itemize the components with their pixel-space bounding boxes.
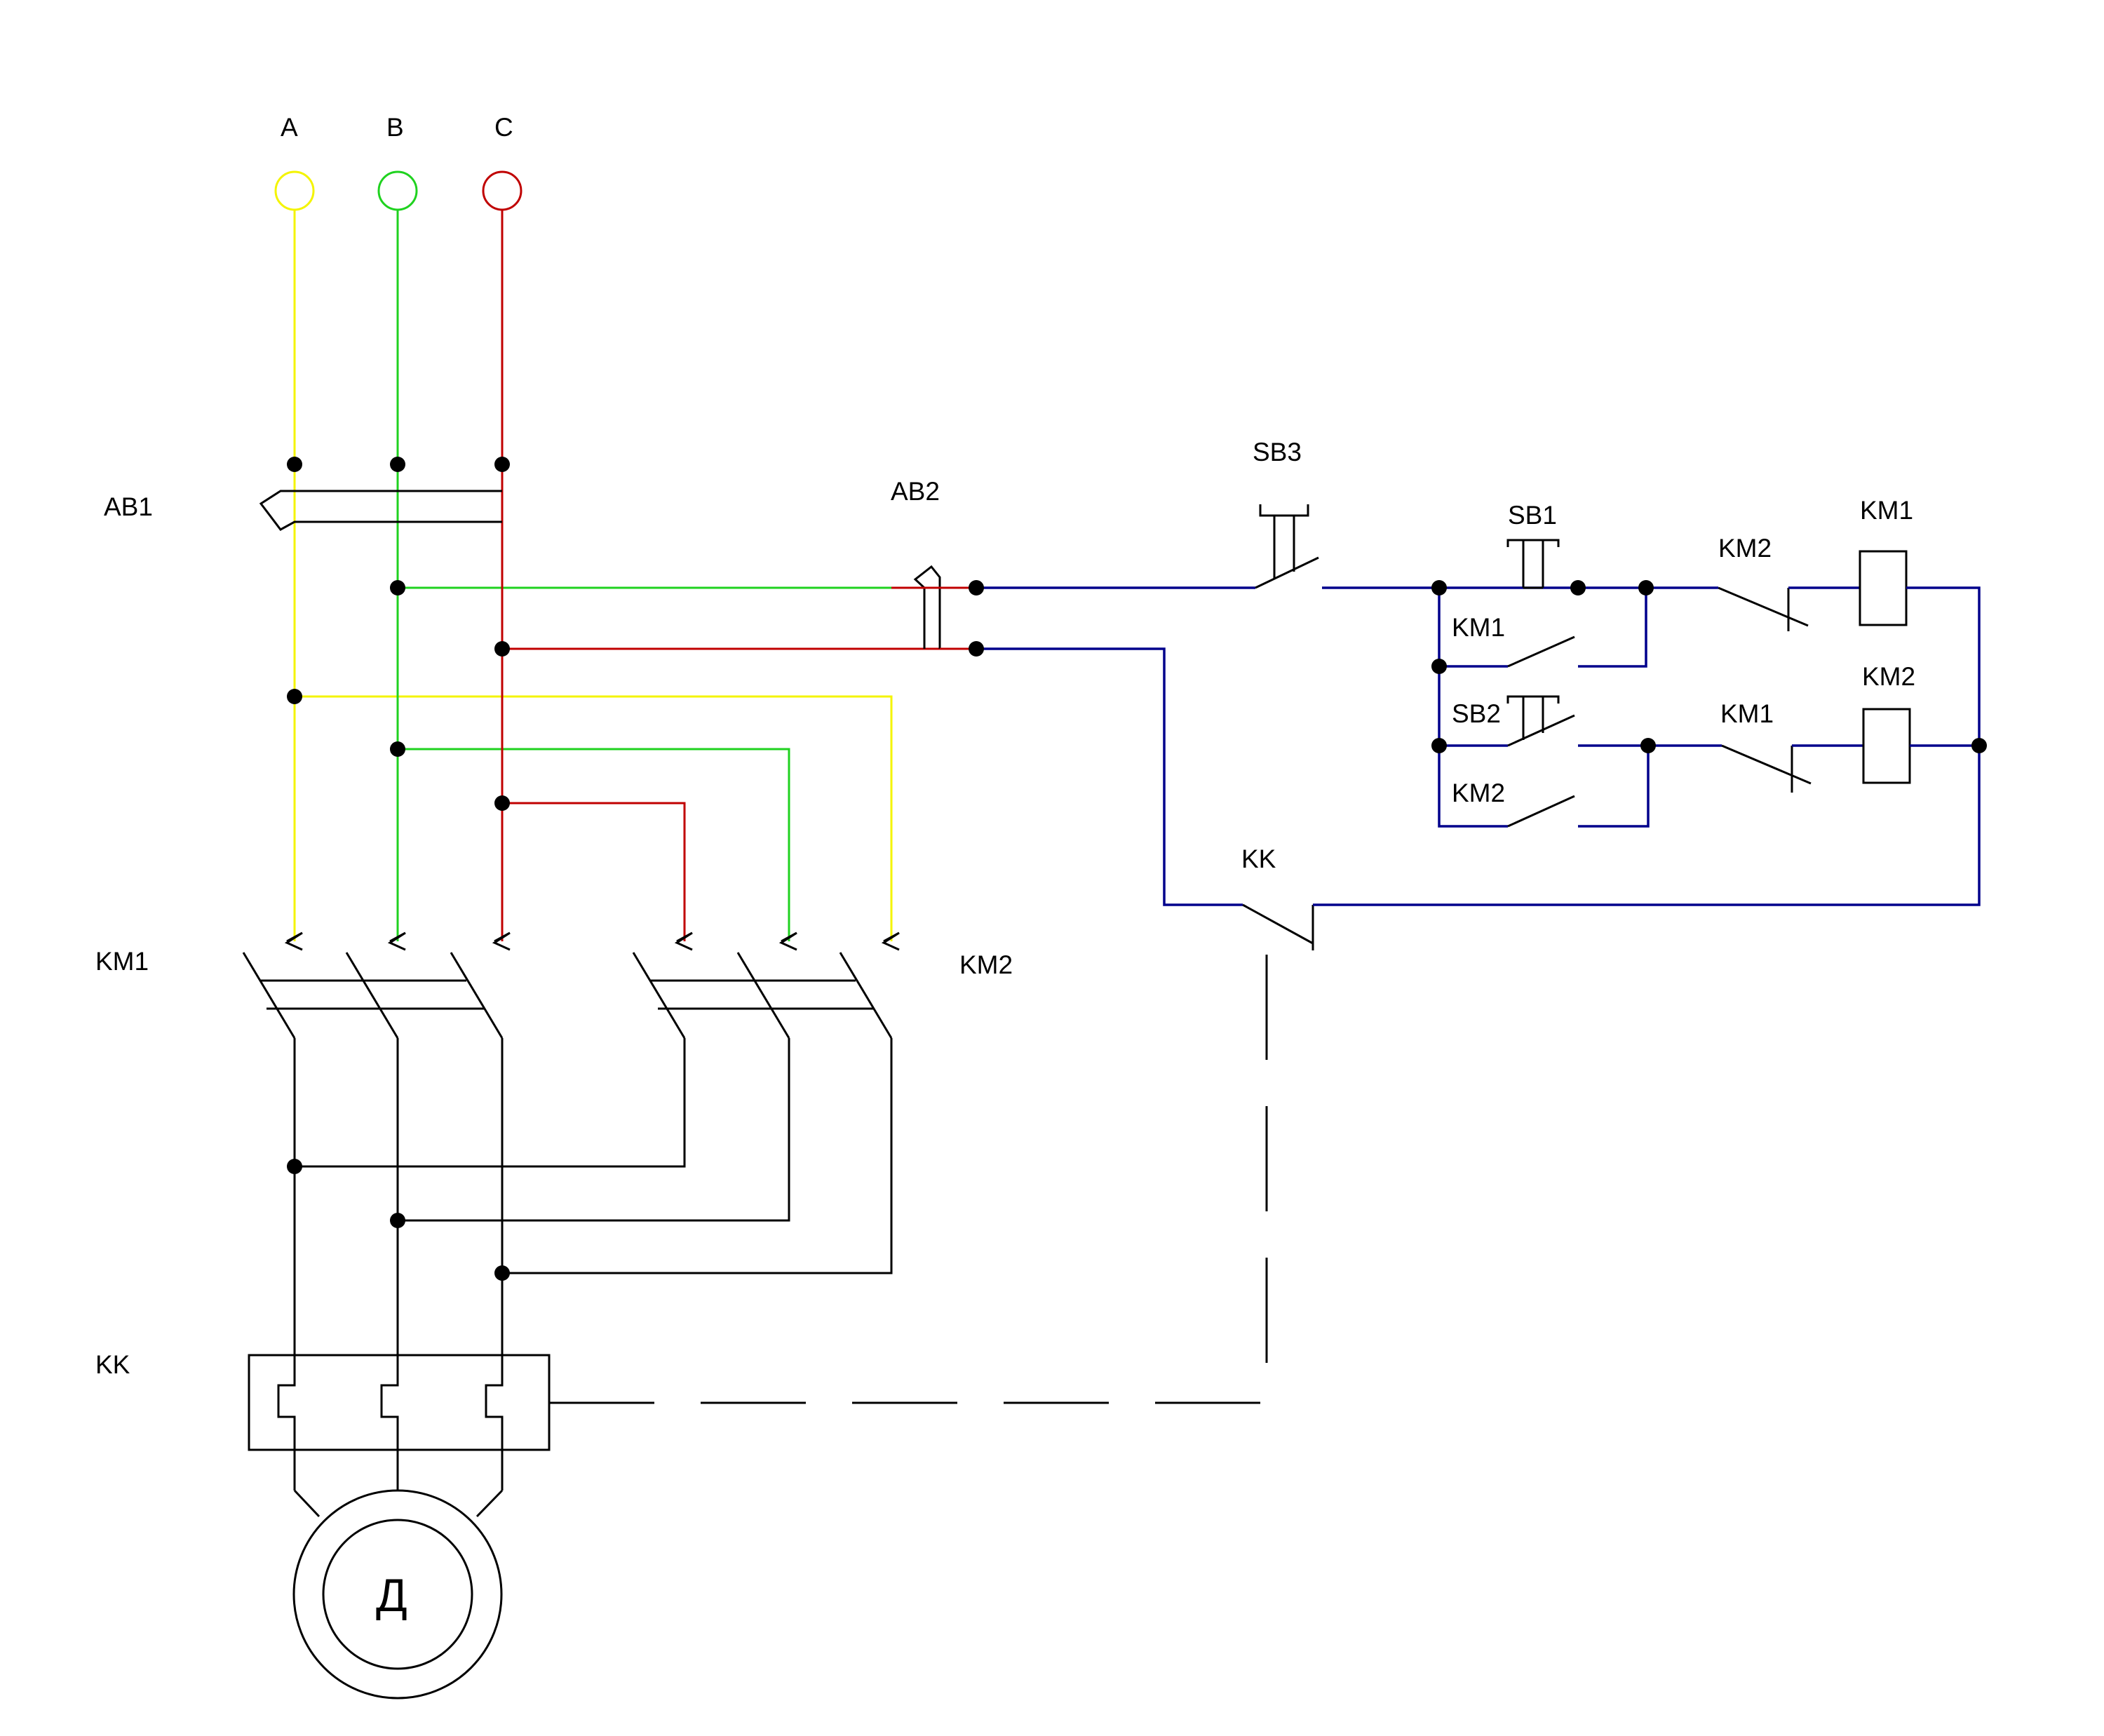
label-sb2: SB2 bbox=[1452, 699, 1501, 728]
phase-c-wires bbox=[501, 210, 978, 941]
breaker-ab2 bbox=[913, 565, 941, 649]
junction-dots-control bbox=[969, 580, 1987, 753]
label-km1-power: KM1 bbox=[95, 947, 149, 976]
label-km1-interlock: KM1 bbox=[1720, 699, 1774, 728]
label-km1-coil: KM1 bbox=[1860, 496, 1913, 525]
label-km2-coil: KM2 bbox=[1862, 662, 1915, 691]
thermal-linkage bbox=[549, 912, 1268, 1404]
terminal-c bbox=[482, 170, 522, 211]
label-phase-c: C bbox=[494, 113, 513, 142]
label-km1-contact: KM1 bbox=[1452, 613, 1505, 642]
terminal-a bbox=[274, 170, 315, 211]
label-km2-power: KM2 bbox=[959, 950, 1013, 979]
phase-terminals bbox=[274, 170, 522, 211]
labels: A B C AB1 AB2 KM1 KM2 KK Д SB3 SB1 KM1 S… bbox=[95, 113, 1915, 1621]
breaker-ab1 bbox=[259, 490, 502, 531]
phase-a-wires bbox=[293, 210, 893, 941]
label-kk-power: KK bbox=[95, 1350, 130, 1379]
label-ab1: AB1 bbox=[104, 492, 153, 521]
phase-b-wires bbox=[396, 210, 895, 941]
label-sb1: SB1 bbox=[1508, 501, 1557, 530]
terminal-b bbox=[377, 170, 418, 211]
label-motor: Д bbox=[376, 1569, 407, 1621]
label-kk-contact: KK bbox=[1241, 845, 1276, 873]
thermal-relay-kk bbox=[248, 1354, 551, 1491]
contact-arc-marks bbox=[284, 931, 900, 951]
label-sb3: SB3 bbox=[1253, 438, 1302, 466]
label-km2-contact: KM2 bbox=[1452, 779, 1505, 807]
contactor-km1-power bbox=[242, 952, 504, 1355]
motor bbox=[292, 1489, 504, 1700]
label-km2-interlock: KM2 bbox=[1718, 534, 1772, 563]
label-phase-a: A bbox=[281, 113, 298, 142]
control-circuit bbox=[891, 504, 1981, 950]
label-phase-b: B bbox=[386, 113, 404, 142]
contactor-km2-power bbox=[295, 952, 893, 1274]
label-ab2: AB2 bbox=[891, 477, 940, 506]
